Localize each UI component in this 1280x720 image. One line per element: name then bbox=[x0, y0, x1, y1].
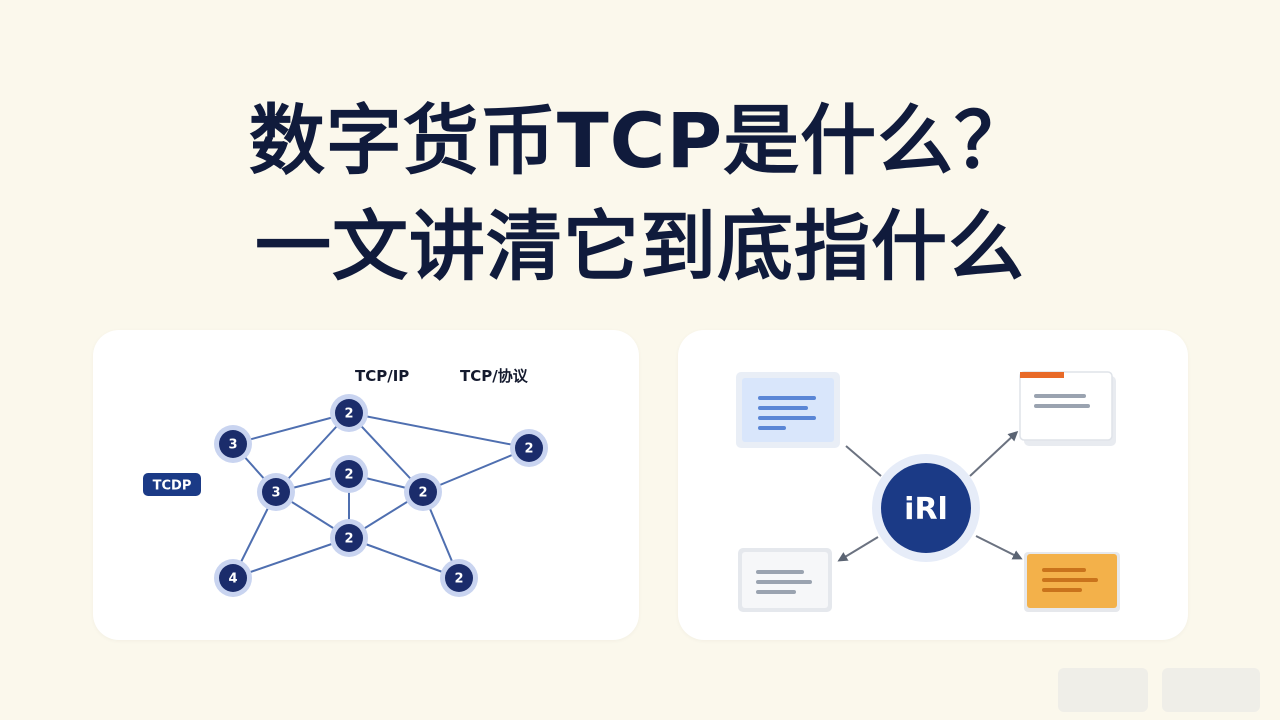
title-line-2: 一文讲清它到底指什么 bbox=[255, 202, 1025, 291]
network-node-label: 2 bbox=[418, 486, 427, 501]
network-node: 2 bbox=[440, 559, 478, 597]
network-node-label: 4 bbox=[228, 572, 237, 587]
doc-top-right-card bbox=[1019, 371, 1116, 446]
network-edge bbox=[232, 537, 350, 579]
network-node-core bbox=[335, 524, 363, 552]
doc-orange-card bbox=[1024, 552, 1120, 612]
network-node: 2 bbox=[404, 473, 442, 511]
network-edge bbox=[348, 412, 530, 449]
network-label-tcpip: TCP/IP bbox=[355, 367, 409, 385]
network-node-label: 3 bbox=[228, 438, 237, 453]
title-line-1: 数字货币TCP是什么？ bbox=[248, 96, 1032, 185]
network-nodes: 2 3 2 2 3 2 2 4 2 bbox=[214, 394, 548, 597]
title-block: 数字货币TCP是什么？ 一文讲清它到底指什么 bbox=[0, 88, 1280, 300]
hub-node: iRl bbox=[872, 454, 980, 562]
network-node: 2 bbox=[510, 429, 548, 467]
hub-panel: iRl bbox=[678, 330, 1188, 640]
arrow-hub-to-doc-orange bbox=[975, 535, 1023, 560]
watermark-block-2 bbox=[1162, 668, 1260, 712]
network-node-core bbox=[262, 478, 290, 506]
network-edge bbox=[348, 537, 460, 579]
network-edge bbox=[422, 447, 530, 493]
network-diagram: 2 3 2 2 3 2 2 4 2 TCP/IP TCP/协议 TCDP bbox=[143, 367, 548, 597]
tcdp-badge-label: TCDP bbox=[153, 479, 192, 494]
network-node-core bbox=[219, 430, 247, 458]
doc-bottom-left-card bbox=[738, 548, 832, 612]
hub-diagram: iRl bbox=[736, 371, 1120, 612]
network-node-core bbox=[445, 564, 473, 592]
network-node-label: 2 bbox=[344, 407, 353, 422]
network-node-core bbox=[219, 564, 247, 592]
network-node-core bbox=[335, 460, 363, 488]
network-node-core bbox=[409, 478, 437, 506]
network-node-label: 3 bbox=[271, 486, 280, 501]
tcdp-badge bbox=[143, 473, 201, 496]
network-edge bbox=[232, 412, 350, 445]
network-node-label: 2 bbox=[344, 468, 353, 483]
network-node: 4 bbox=[214, 559, 252, 597]
network-node-label: 2 bbox=[344, 532, 353, 547]
network-node: 2 bbox=[330, 455, 368, 493]
network-node: 3 bbox=[257, 473, 295, 511]
watermark-block-1 bbox=[1058, 668, 1148, 712]
network-node-label: 2 bbox=[454, 572, 463, 587]
network-node: 3 bbox=[214, 425, 252, 463]
network-node-core bbox=[515, 434, 543, 462]
network-node-label: 2 bbox=[524, 442, 533, 457]
network-panel: 2 3 2 2 3 2 2 4 2 TCP/IP TCP/协议 TCDP bbox=[93, 330, 639, 640]
arrow-hub-to-doc-top-right bbox=[969, 430, 1019, 477]
network-node-core bbox=[335, 399, 363, 427]
network-node: 2 bbox=[330, 394, 368, 432]
network-label-tcp-protocol: TCP/协议 bbox=[460, 367, 529, 385]
arrow-hub-to-doc-bottom-left bbox=[837, 536, 879, 562]
arrow-doc-blue-to-hub bbox=[845, 445, 882, 477]
hub-label: iRl bbox=[904, 492, 948, 527]
network-node: 2 bbox=[330, 519, 368, 557]
doc-blue-card bbox=[736, 372, 840, 448]
